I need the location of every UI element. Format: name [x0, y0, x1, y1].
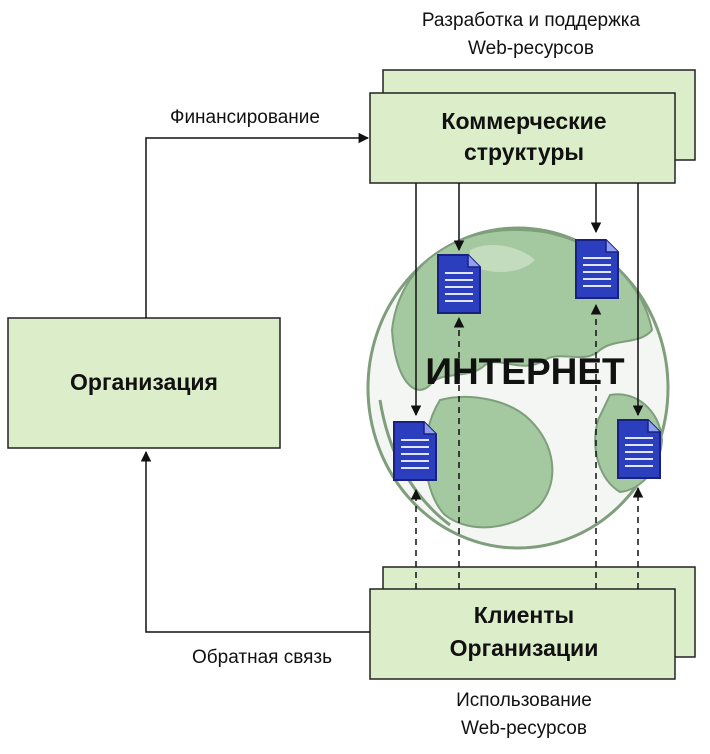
clients-label-1: Клиенты [474, 602, 574, 628]
organization-label: Организация [70, 369, 218, 395]
internet-label: ИНТЕРНЕТ [425, 351, 625, 392]
bottom-caption-line1: Использование [456, 690, 592, 711]
document-icon [437, 254, 481, 314]
publish-arrows [410, 183, 644, 417]
usage-arrows [410, 303, 644, 589]
commercial-structures-box: Коммерческие структуры [369, 69, 696, 184]
feedback-label: Обратная связь [192, 647, 332, 668]
commercial-structures-label-1: Коммерческие [441, 108, 606, 134]
clients-label-2: Организации [450, 635, 599, 661]
feedback-arrow-icon [140, 450, 370, 633]
funding-arrow-icon [145, 132, 370, 318]
organization-box: Организация [7, 317, 281, 449]
document-icon [617, 419, 661, 479]
top-caption-line1: Разработка и поддержка [422, 10, 641, 31]
funding-label: Финансирование [170, 107, 320, 128]
clients-box: Клиенты Организации [369, 566, 696, 680]
document-icon [575, 239, 619, 299]
bottom-caption-line2: Web-ресурсов [461, 718, 587, 739]
top-caption-line2: Web-ресурсов [468, 38, 594, 59]
commercial-structures-label-2: структуры [464, 139, 584, 165]
document-icon [393, 421, 437, 481]
